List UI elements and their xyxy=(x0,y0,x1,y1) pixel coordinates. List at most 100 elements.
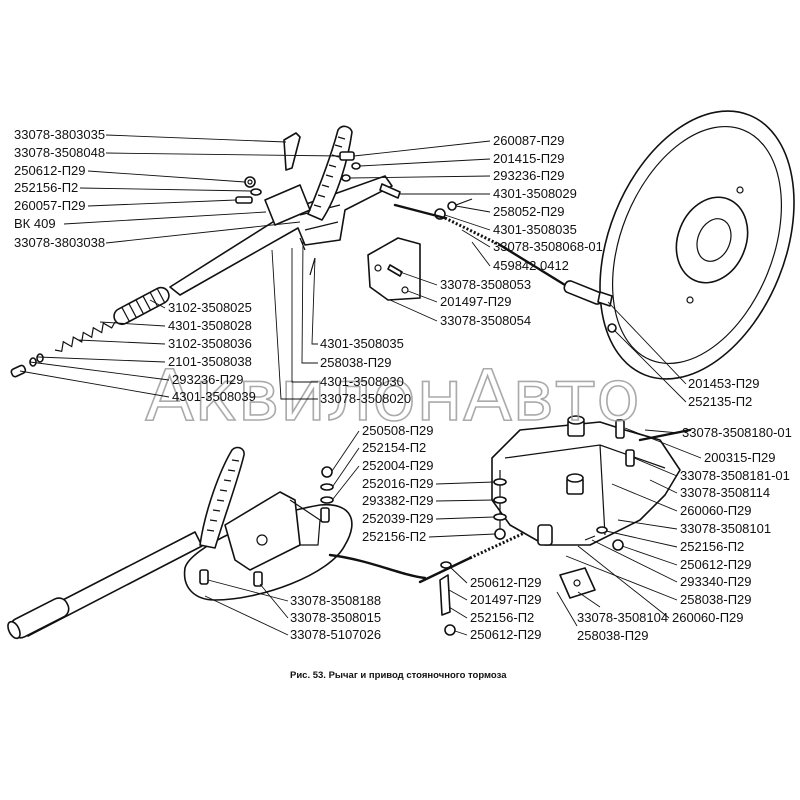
leader-line xyxy=(448,606,468,619)
leader-line xyxy=(605,530,678,548)
part-label: 260060-П29 xyxy=(672,610,744,625)
leader-line xyxy=(461,229,491,248)
equalizer-bolt xyxy=(615,419,625,439)
leader-line xyxy=(435,481,495,485)
nut-hole xyxy=(247,179,253,185)
front-brake-cable xyxy=(328,553,427,580)
part-label: 33078-3508020 xyxy=(320,391,411,406)
leader-line xyxy=(435,516,495,520)
part-label: 252016-П29 xyxy=(362,476,434,491)
lower-lever-grip-arm xyxy=(199,446,245,549)
leader-lines xyxy=(19,134,702,636)
watermark: АквилонАвто xyxy=(145,355,640,437)
leader-line xyxy=(428,533,496,538)
part-label: 3102-3508036 xyxy=(168,336,252,351)
bracket-hole xyxy=(401,286,409,294)
leader-line xyxy=(611,483,678,512)
part-label: 250508-П29 xyxy=(362,423,434,438)
leader-line xyxy=(207,579,289,602)
part-label: 33078-5107026 xyxy=(290,627,381,642)
part-label: 33078-3508015 xyxy=(290,610,381,625)
nut xyxy=(612,539,624,551)
part-label: 33078-3803035 xyxy=(14,127,105,142)
leader-line xyxy=(556,591,578,627)
return-spring xyxy=(54,321,116,353)
part-label: 258052-П29 xyxy=(493,204,565,219)
part-label: 2101-3508038 xyxy=(168,354,252,369)
part-label: 201497-П29 xyxy=(470,592,542,607)
part-label: 200315-П29 xyxy=(704,450,776,465)
part-label: 33078-3508188 xyxy=(290,593,381,608)
nut xyxy=(321,466,333,478)
leader-line xyxy=(79,187,252,192)
nut xyxy=(444,624,456,636)
washer xyxy=(596,526,608,534)
leader-line xyxy=(37,356,166,363)
leader-line xyxy=(259,583,289,619)
part-label: 252154-П2 xyxy=(362,440,426,455)
plate-bolt xyxy=(320,507,330,523)
cable-washer xyxy=(36,353,44,363)
grip-end-cap xyxy=(7,620,21,640)
washer xyxy=(493,478,507,486)
washer xyxy=(493,496,507,504)
part-labels: 33078-3803035 33078-3508048 250612-П29 2… xyxy=(14,127,792,643)
pivot-hole xyxy=(256,534,268,546)
leader-line xyxy=(353,140,491,157)
lower-lever-assembly xyxy=(7,415,692,640)
part-label: 33078-3508048 xyxy=(14,145,105,160)
equalizer-boss-top xyxy=(567,415,585,425)
leader-line xyxy=(389,299,438,322)
part-label: 293236-П29 xyxy=(172,372,244,387)
leader-line xyxy=(332,465,360,500)
cable-bracket xyxy=(559,567,596,599)
rear-brake-cable xyxy=(498,243,567,287)
part-label: 260057-П29 xyxy=(14,198,86,213)
bracket-hole xyxy=(573,579,581,587)
backing-plate-rim xyxy=(612,125,782,365)
leader-line xyxy=(332,447,360,487)
part-label: 258038-П29 xyxy=(577,628,649,643)
part-label: 33078-3803038 xyxy=(14,235,105,250)
part-label: 258038-П29 xyxy=(680,592,752,607)
leader-line xyxy=(644,429,680,434)
leader-line xyxy=(577,591,601,608)
washer xyxy=(320,496,334,504)
leader-line xyxy=(565,555,678,601)
nut xyxy=(494,528,506,540)
nut xyxy=(244,176,256,188)
part-label: 4301-3508028 xyxy=(168,318,252,333)
part-label: 252156-П2 xyxy=(470,610,534,625)
figure-caption: Рис. 53. Рычаг и привод стояночного торм… xyxy=(290,670,507,681)
part-label: 293382-П29 xyxy=(362,493,434,508)
leader-line xyxy=(349,175,491,179)
part-label: 33078-3508180-01 xyxy=(682,425,792,440)
leader-line xyxy=(99,321,166,327)
leader-line xyxy=(301,239,318,364)
part-label: 4301-3508039 xyxy=(172,389,256,404)
leader-line xyxy=(591,539,678,583)
leader-line xyxy=(448,589,468,601)
part-label: 250612-П29 xyxy=(680,557,752,572)
washer xyxy=(320,483,334,491)
washer xyxy=(341,174,351,182)
backing-plate-hub xyxy=(675,196,749,284)
cable-tip-sleeve xyxy=(10,364,27,378)
part-label: 260060-П29 xyxy=(680,503,752,518)
leader-line xyxy=(455,205,491,213)
leader-line xyxy=(449,566,468,584)
leader-line xyxy=(633,457,678,477)
part-label: 293236-П29 xyxy=(493,168,565,183)
backing-plate-hole xyxy=(736,186,744,194)
leader-line xyxy=(63,211,267,225)
leader-line xyxy=(29,361,170,381)
part-label: 250612-П29 xyxy=(470,575,542,590)
upper-lever-assembly xyxy=(10,125,567,378)
leader-line xyxy=(105,134,287,143)
part-label: 33078-3508104 xyxy=(577,610,668,625)
cotter-pin xyxy=(455,198,473,206)
ratchet-teeth xyxy=(206,459,240,532)
part-label: 33078-3508181-01 xyxy=(680,468,790,483)
leader-line xyxy=(105,221,301,244)
